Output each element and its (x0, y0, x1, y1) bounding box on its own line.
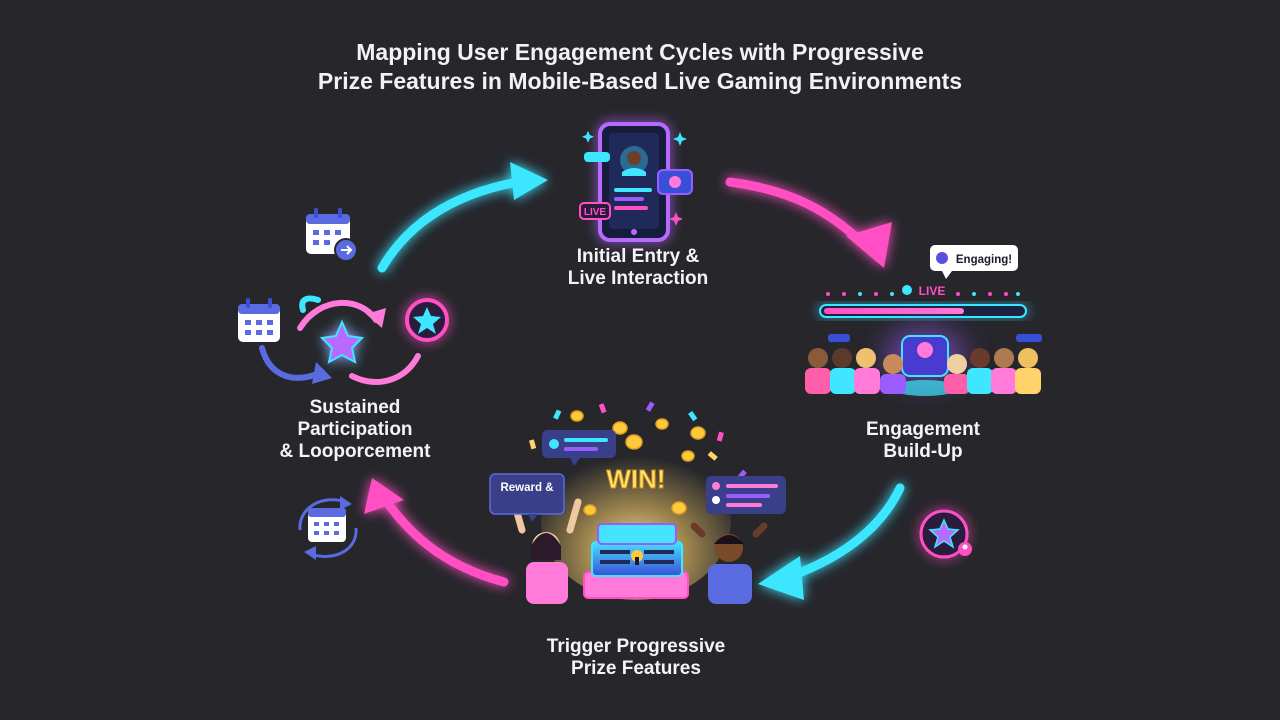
calendar-add-icon (306, 208, 358, 262)
stream-live-label: LIVE (919, 284, 946, 298)
arrow-buildup-to-trigger (758, 483, 905, 600)
win-label: WIN! (606, 464, 665, 494)
win-treasure-chest-icon: WIN! (529, 401, 747, 600)
title-line-1: Mapping User Engagement Cycles with Prog… (356, 39, 924, 65)
arrow-trigger-to-sustain (364, 478, 509, 587)
arrow-entry-to-buildup (725, 177, 892, 268)
engaging-bubble: Engaging! (930, 245, 1018, 279)
progress-dots (826, 292, 1020, 296)
arrow-sustain-to-entry (377, 162, 548, 273)
calendar-refresh-icon (298, 496, 358, 560)
calendar-icon (238, 298, 280, 342)
chat-bubble-right (706, 476, 786, 514)
stage-trigger-prize-label: Trigger Progressive Prize Features (546, 636, 726, 679)
chat-bubble-top (542, 430, 616, 466)
star-badge-icon (405, 298, 449, 342)
stage-initial-entry-label: Initial Entry & Live Interaction (567, 246, 709, 289)
live-stream-progress: LIVE (819, 284, 1027, 318)
engagement-progress-fill (824, 308, 964, 314)
svg-text:Engaging!: Engaging! (956, 254, 1012, 266)
star-timer-icon (919, 509, 972, 559)
reward-bubble: Reward & (489, 473, 565, 522)
celebrating-person-left (510, 498, 582, 604)
celebrating-person-right (690, 522, 768, 604)
diagram-title: Mapping User Engagement Cycles with Prog… (240, 38, 1040, 96)
stage-sustained-participation-label: Sustained Participation & Looporcement (279, 397, 431, 462)
crowd-people (805, 348, 1041, 394)
audience-crowd-icon (805, 327, 1042, 396)
stage-engagement-buildup-label: Engagement Build-Up (865, 419, 981, 462)
phone-live-badge: LIVE (584, 207, 607, 218)
gold-coins (570, 410, 706, 516)
mobile-phone-icon: LIVE (579, 122, 693, 242)
svg-text:Reward &: Reward & (500, 482, 553, 494)
loop-star-icon (259, 295, 421, 385)
title-line-2: Prize Features in Mobile-Based Live Gami… (317, 68, 963, 94)
